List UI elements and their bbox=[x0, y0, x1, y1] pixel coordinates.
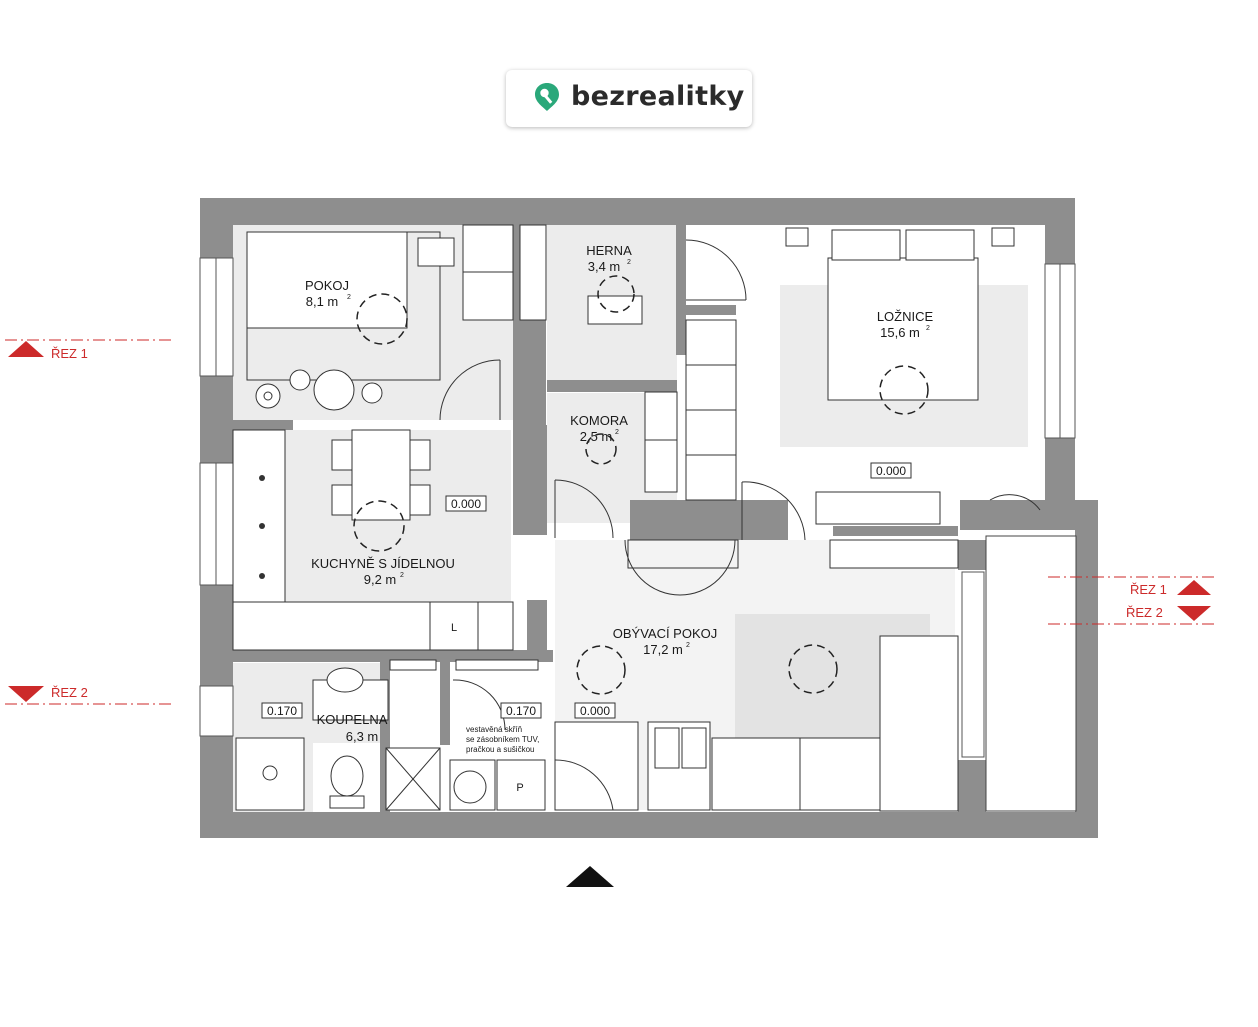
section-arrow-up-icon bbox=[8, 341, 44, 357]
kitchen-hob-dots bbox=[259, 475, 265, 579]
area-sup: 2 bbox=[615, 429, 619, 436]
level-label: 0.000 bbox=[580, 704, 610, 718]
area-sup: 2 bbox=[926, 325, 930, 332]
svg-text:pračkou a sušičkou: pračkou a sušičkou bbox=[466, 745, 534, 754]
room-name: OBÝVACÍ POKOJ bbox=[613, 626, 718, 641]
floor-levels: 0.000 0.000 0.000 0.170 0.170 bbox=[261, 462, 912, 719]
area-sup: 2 bbox=[400, 572, 404, 579]
section-arrow-down-icon bbox=[1177, 606, 1211, 621]
room-area: 6,3 m bbox=[346, 729, 379, 744]
section-arrow-up-icon bbox=[1177, 580, 1211, 595]
svg-text:vestavěná skříň: vestavěná skříň bbox=[466, 725, 522, 734]
room-name: KOUPELNA bbox=[317, 712, 388, 727]
section-label: ŘEZ 2 bbox=[1126, 605, 1163, 620]
balcony bbox=[985, 535, 1077, 812]
room-area: 17,2 m bbox=[643, 642, 683, 657]
level-label: 0.170 bbox=[267, 704, 297, 718]
room-area: 2,5 m bbox=[580, 429, 613, 444]
doors bbox=[439, 239, 1041, 811]
room-name: KOMORA bbox=[570, 413, 628, 428]
room-name: LOŽNICE bbox=[877, 309, 934, 324]
area-sup: 2 bbox=[347, 294, 351, 301]
area-sup: 2 bbox=[627, 259, 631, 266]
room-area: 3,4 m bbox=[588, 259, 621, 274]
furniture bbox=[232, 224, 1015, 812]
pump-label: P bbox=[516, 782, 523, 794]
entrance-arrow-icon bbox=[566, 866, 614, 887]
brand-logo: bezrealitky bbox=[506, 70, 752, 127]
section-label: ŘEZ 1 bbox=[1130, 582, 1167, 597]
room-area: 9,2 m bbox=[364, 572, 397, 587]
area-sup: 2 bbox=[686, 642, 690, 649]
level-label: 0.000 bbox=[451, 497, 481, 511]
room-name: KUCHYNĚ S JÍDELNOU bbox=[311, 556, 455, 571]
section-label: ŘEZ 1 bbox=[51, 346, 88, 361]
brand-name: bezrealitky bbox=[571, 81, 745, 112]
windows bbox=[199, 257, 1076, 758]
room-area: 15,6 m bbox=[880, 325, 920, 340]
room-name: POKOJ bbox=[305, 278, 349, 293]
fridge-label: L bbox=[451, 622, 457, 634]
closet-note: vestavěná skříň se zásobníkem TUV, pračk… bbox=[466, 725, 539, 754]
svg-text:se zásobníkem TUV,: se zásobníkem TUV, bbox=[466, 735, 539, 744]
section-label: ŘEZ 2 bbox=[51, 685, 88, 700]
room-name: HERNA bbox=[586, 243, 632, 258]
level-label: 0.170 bbox=[506, 704, 536, 718]
turning-circles bbox=[353, 275, 929, 695]
level-label: 0.000 bbox=[876, 464, 906, 478]
room-area: 8,1 m bbox=[306, 294, 339, 309]
map-pin-icon bbox=[535, 83, 559, 111]
section-markers: ŘEZ 1 ŘEZ 2 ŘEZ 1 ŘEZ 2 bbox=[5, 339, 1218, 705]
room-labels: POKOJ 8,1 m 2 HERNA 3,4 m 2 LOŽNICE 15,6… bbox=[305, 243, 934, 744]
section-arrow-down-icon bbox=[8, 686, 44, 702]
